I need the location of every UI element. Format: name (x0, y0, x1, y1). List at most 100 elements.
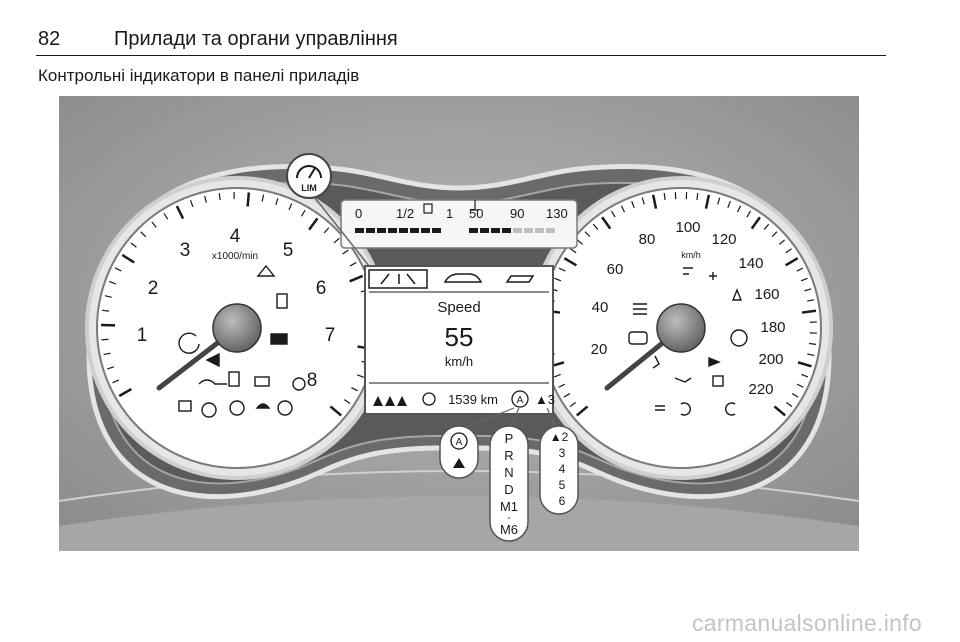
shift-label: 3 (559, 446, 566, 460)
tab-road[interactable] (368, 269, 428, 289)
gauge-tick (563, 257, 577, 267)
gauge-tick (773, 405, 786, 417)
auto-stop-symbol: A (517, 395, 524, 406)
gauge-tick (727, 201, 731, 209)
tyre-pressure-icon (277, 400, 293, 416)
light-beam-icon (709, 272, 717, 280)
traction-control-icon (256, 264, 276, 277)
odometer-value: 1539 km (448, 392, 498, 407)
fuel-label: 0 (355, 206, 362, 221)
gear-label: - (507, 513, 510, 524)
gauge-tick (558, 267, 566, 272)
park-assist-icon (683, 267, 693, 275)
speed-number: 60 (607, 261, 624, 278)
segment-bar (524, 228, 533, 233)
display-speed-unit: km/h (445, 354, 473, 369)
speed-number: 40 (592, 299, 609, 316)
segment-bar (432, 228, 441, 233)
speed-unit: km/h (681, 250, 701, 260)
gauge-tick (288, 203, 293, 211)
tach-number: 1 (137, 325, 148, 346)
seatbelt-icon (276, 293, 288, 309)
gear-indicator: ▲3 (535, 392, 555, 407)
gauge-tick (807, 299, 815, 302)
segment-bar (399, 228, 408, 233)
gear-label: M6 (500, 522, 518, 537)
gauge-tick (576, 239, 584, 245)
door-open-icon (255, 403, 271, 409)
gauge-tick (620, 205, 625, 213)
speedometer-warning-icons (628, 267, 748, 416)
car-tab-icon[interactable] (443, 273, 483, 283)
gauge-tick (342, 249, 349, 255)
tach-number: 6 (316, 278, 327, 299)
engine-icon (178, 400, 192, 412)
auto-stop-icon (511, 390, 529, 408)
flag-tab-icon[interactable] (505, 275, 535, 283)
gauge-tick (704, 194, 711, 209)
instrument-cluster-illustration: 1 2 3 4 5 6 7 8 x1000/min 20 40 60 80 10… (59, 96, 859, 551)
segment-bar (421, 228, 430, 233)
gauge-tick (333, 237, 340, 244)
gauge-tick (631, 201, 635, 209)
gauge-tick (553, 373, 561, 378)
oil-pressure-icon (198, 379, 227, 385)
gauge-tick (746, 210, 752, 218)
gauge-tick (601, 216, 612, 230)
chapter-title: Прилади та органи управління (114, 28, 398, 50)
gauge-tick (791, 393, 799, 398)
gauge-tick (163, 212, 169, 220)
gauge-tick (343, 399, 351, 405)
speed-limiter-icon (286, 153, 332, 199)
gauge-tick (275, 198, 279, 206)
brake-icon (229, 400, 245, 416)
gauge-tick (189, 199, 194, 207)
speedometer-ticks (545, 192, 817, 417)
gauge-tick (349, 274, 364, 283)
fuel-bar-segments (355, 228, 441, 233)
gauge-tick (175, 205, 185, 220)
gauge-tick (807, 353, 815, 357)
rear-fog-icon (725, 402, 736, 416)
gear-selector-callout (489, 425, 529, 542)
gauge-tick (801, 309, 817, 314)
segment-bar (502, 228, 511, 233)
gauge-tick (696, 192, 699, 201)
segment-bar (469, 228, 478, 233)
gauge-tick (592, 223, 599, 230)
gauge-tick (357, 374, 364, 378)
segment-bar (491, 228, 500, 233)
gauge-tick (584, 231, 591, 238)
gauge-tick (101, 338, 109, 341)
airbag-off-icon (652, 355, 660, 369)
gauge-tick (785, 402, 793, 408)
gauge-tick (130, 242, 137, 248)
display-title: Speed (437, 299, 480, 316)
tach-number: 5 (283, 240, 294, 261)
road-icon (380, 273, 416, 285)
fuel-label: 1/2 (396, 206, 414, 221)
tach-number: 7 (325, 325, 336, 346)
gauge-tick (351, 387, 358, 392)
immobilizer-icon (712, 375, 724, 387)
driver-info-display (364, 265, 554, 415)
segment-bar (535, 228, 544, 233)
gauge-tick (349, 262, 357, 267)
front-fog-icon (680, 402, 691, 416)
gauge-tick (801, 373, 809, 378)
gauge-tick (641, 197, 645, 205)
fuel-pump-icon (423, 203, 433, 214)
segment-bar (388, 228, 397, 233)
gauge-tick (570, 248, 577, 254)
gauge-tick (717, 197, 721, 205)
gauge-tick (808, 342, 817, 345)
speed-number: 20 (591, 341, 608, 358)
gear-label: D (504, 482, 513, 497)
tachometer-warning-icons (178, 264, 306, 418)
tachometer-hub (212, 303, 262, 353)
gauge-tick (108, 280, 116, 285)
section-title: Контрольні індикатори в панелі приладів (38, 66, 360, 85)
segment-bar (513, 228, 522, 233)
windscreen-heat-icon (633, 303, 647, 315)
airbag-icon (201, 402, 217, 418)
